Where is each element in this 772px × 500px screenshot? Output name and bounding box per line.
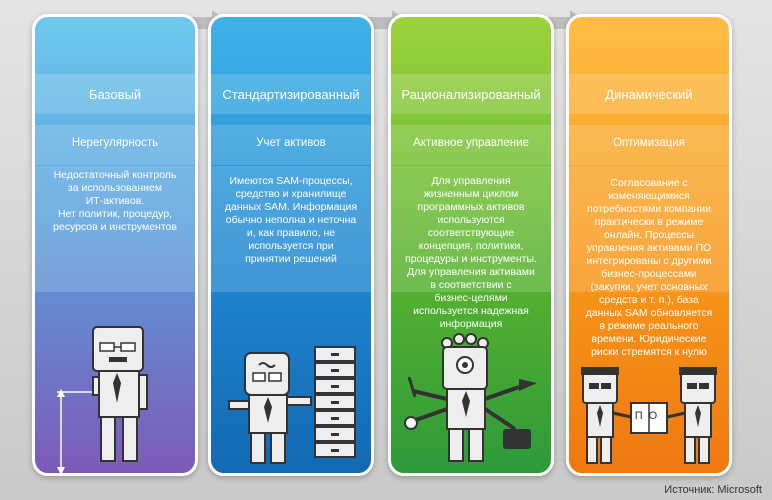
divider: [35, 74, 195, 114]
divider: [569, 166, 729, 292]
stage-rationalized: Рационализированный Активное управление …: [388, 14, 554, 476]
divider: [211, 166, 371, 292]
stage-title: Динамический: [605, 87, 693, 102]
stage-description: Для управления жизненным циклом программ…: [405, 175, 537, 330]
divider: [569, 125, 729, 165]
divider: [391, 125, 551, 165]
robot-measuring-icon: [57, 326, 148, 473]
stage-subtitle: Учет активов: [256, 137, 326, 149]
multi-arm-robot-icon: [404, 333, 537, 462]
divider: [391, 166, 551, 292]
divider: [211, 125, 371, 165]
robot-with-filing-cabinet-icon: [228, 346, 356, 464]
divider: [569, 74, 729, 114]
divider: [391, 74, 551, 114]
divider: [35, 125, 195, 165]
stage-subtitle: Активное управление: [413, 137, 529, 149]
divider: [211, 74, 371, 114]
stage-description: Согласование с изменяющимися потребностя…: [585, 177, 713, 358]
stage-dynamic: Динамический Оптимизация Согласование с …: [566, 14, 732, 476]
stage-standardized: Стандартизированный Учет активов Имеются…: [208, 14, 374, 476]
software-box-label: ПО: [634, 410, 664, 422]
divider: [35, 166, 195, 292]
stage-description: Недостаточный контроль за использованием…: [53, 169, 177, 233]
stage-description: Имеются SAM-процессы, средство и хранили…: [224, 175, 358, 265]
stage-title: Базовый: [88, 87, 142, 102]
stage-title: Стандартизированный: [222, 87, 360, 102]
source-caption: Источник: Microsoft: [664, 484, 762, 496]
two-robots-with-box-icon: [581, 367, 717, 464]
stage-title: Рационализированный: [401, 87, 541, 102]
stage-subtitle: Оптимизация: [612, 137, 686, 149]
stage-subtitle: Нерегулярность: [71, 137, 159, 149]
stage-basic: Базовый Нерегулярность Недостаточный кон…: [32, 14, 198, 476]
